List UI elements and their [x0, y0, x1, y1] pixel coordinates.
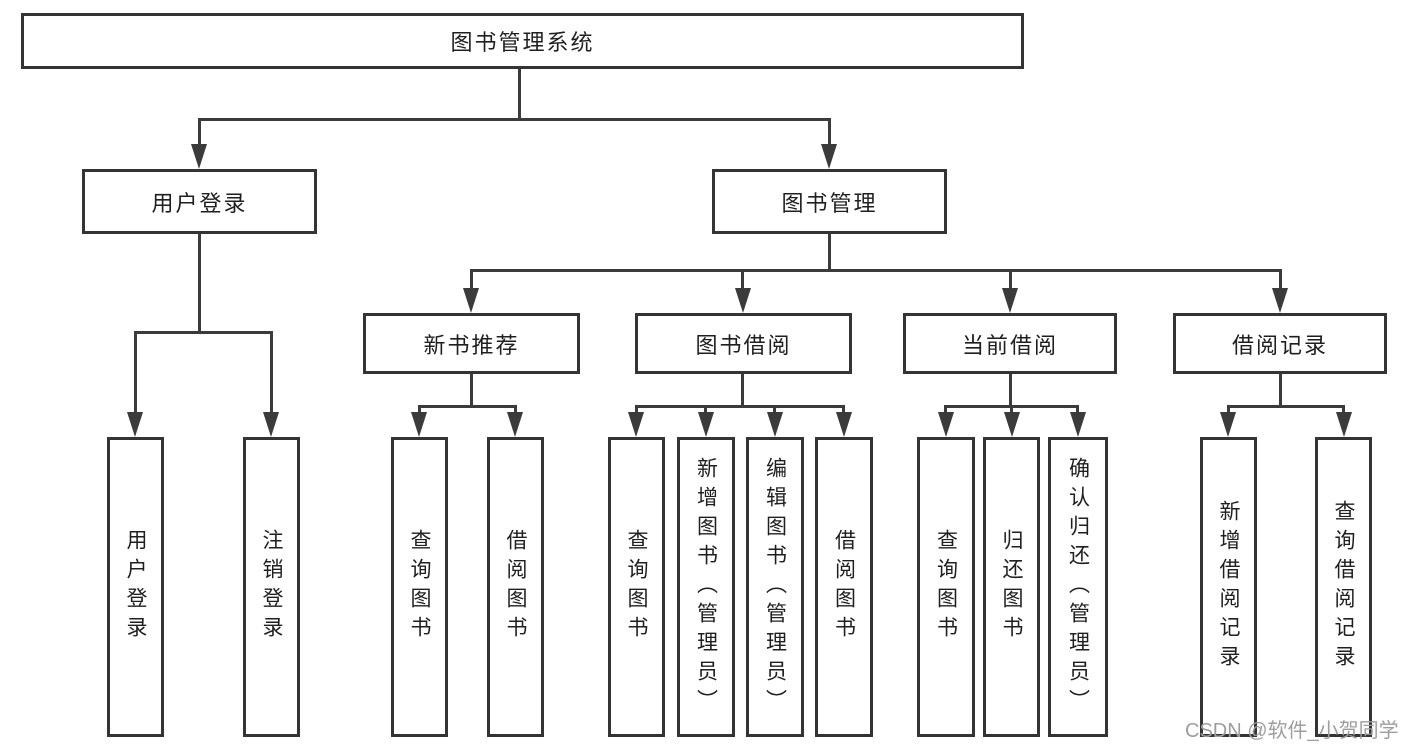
- connector-arrow: [628, 412, 644, 437]
- leaf-add-borrow-record: 新增借阅记录: [1200, 437, 1257, 737]
- connector-arrow: [767, 412, 783, 437]
- leaf-borrow-books-borrowing: 借阅图书: [815, 437, 873, 737]
- connector-line: [198, 234, 201, 333]
- connector-line: [418, 405, 517, 408]
- node-book-management: 图书管理: [712, 169, 947, 234]
- connector-arrow: [1272, 288, 1288, 313]
- connector-arrow: [1336, 412, 1352, 437]
- connector-line: [470, 374, 473, 407]
- connector-arrow: [1220, 412, 1236, 437]
- connector-arrow: [938, 412, 954, 437]
- connector-line: [1076, 405, 1079, 414]
- connector-line: [741, 374, 744, 407]
- connector-line: [514, 405, 517, 414]
- leaf-borrow-books-recommend: 借阅图书: [487, 437, 544, 737]
- connector-line: [1010, 405, 1013, 414]
- node-new-book-recommend: 新书推荐: [363, 313, 580, 374]
- connector-line: [704, 405, 707, 414]
- connector-arrow: [1070, 412, 1086, 437]
- leaf-return-book: 归还图书: [983, 437, 1040, 737]
- connector-arrow: [1004, 412, 1020, 437]
- connector-arrow: [507, 412, 523, 437]
- leaf-query-books-recommend: 查询图书: [391, 437, 448, 737]
- connector-arrow: [191, 144, 207, 169]
- connector-arrow: [735, 288, 751, 313]
- connector-arrow: [821, 144, 837, 169]
- leaf-edit-book-admin: 编辑图书（管理员）: [746, 437, 804, 737]
- connector-line: [773, 405, 776, 414]
- leaf-logout: 注销登录: [243, 437, 300, 737]
- connector-arrow: [411, 412, 427, 437]
- connector-line: [1342, 405, 1345, 414]
- connector-line: [1227, 405, 1230, 414]
- connector-line: [1279, 269, 1282, 291]
- connector-line: [418, 405, 421, 414]
- leaf-query-borrow-record: 查询借阅记录: [1315, 437, 1372, 737]
- leaf-add-book-admin: 新增图书（管理员）: [677, 437, 735, 737]
- connector-line: [828, 118, 831, 146]
- connector-arrow: [463, 288, 479, 313]
- connector-line: [470, 269, 473, 291]
- connector-line: [635, 405, 638, 414]
- leaf-user-login: 用户登录: [107, 437, 164, 737]
- connector-line: [134, 331, 137, 413]
- connector-line: [842, 405, 845, 414]
- connector-line: [1009, 269, 1012, 291]
- connector-line: [198, 118, 831, 121]
- leaf-query-books-borrowing: 查询图书: [608, 437, 665, 737]
- connector-line: [1227, 405, 1345, 408]
- connector-line: [944, 405, 947, 414]
- connector-line: [741, 269, 744, 291]
- connector-arrow: [263, 412, 279, 437]
- connector-line: [270, 331, 273, 413]
- connector-line: [828, 234, 831, 272]
- connector-line: [1009, 374, 1012, 407]
- node-user-login: 用户登录: [82, 169, 317, 234]
- leaf-query-books-current: 查询图书: [917, 437, 975, 737]
- node-book-borrowing: 图书借阅: [635, 313, 852, 374]
- connector-line: [134, 331, 273, 334]
- connector-arrow: [698, 412, 714, 437]
- connector-line: [470, 269, 1281, 272]
- connector-arrow: [836, 412, 852, 437]
- connector-line: [198, 118, 201, 146]
- csdn-watermark: CSDN @软件_小贺同学: [1185, 720, 1399, 742]
- connector-line: [518, 69, 521, 121]
- leaf-confirm-return-admin: 确认归还（管理员）: [1048, 437, 1108, 737]
- connector-arrow: [1002, 288, 1018, 313]
- connector-line: [1279, 374, 1282, 407]
- node-library-management-system: 图书管理系统: [21, 13, 1024, 69]
- connector-line: [635, 405, 845, 408]
- node-borrowing-records: 借阅记录: [1173, 313, 1387, 374]
- node-current-borrowing: 当前借阅: [903, 313, 1117, 374]
- connector-arrow: [127, 412, 143, 437]
